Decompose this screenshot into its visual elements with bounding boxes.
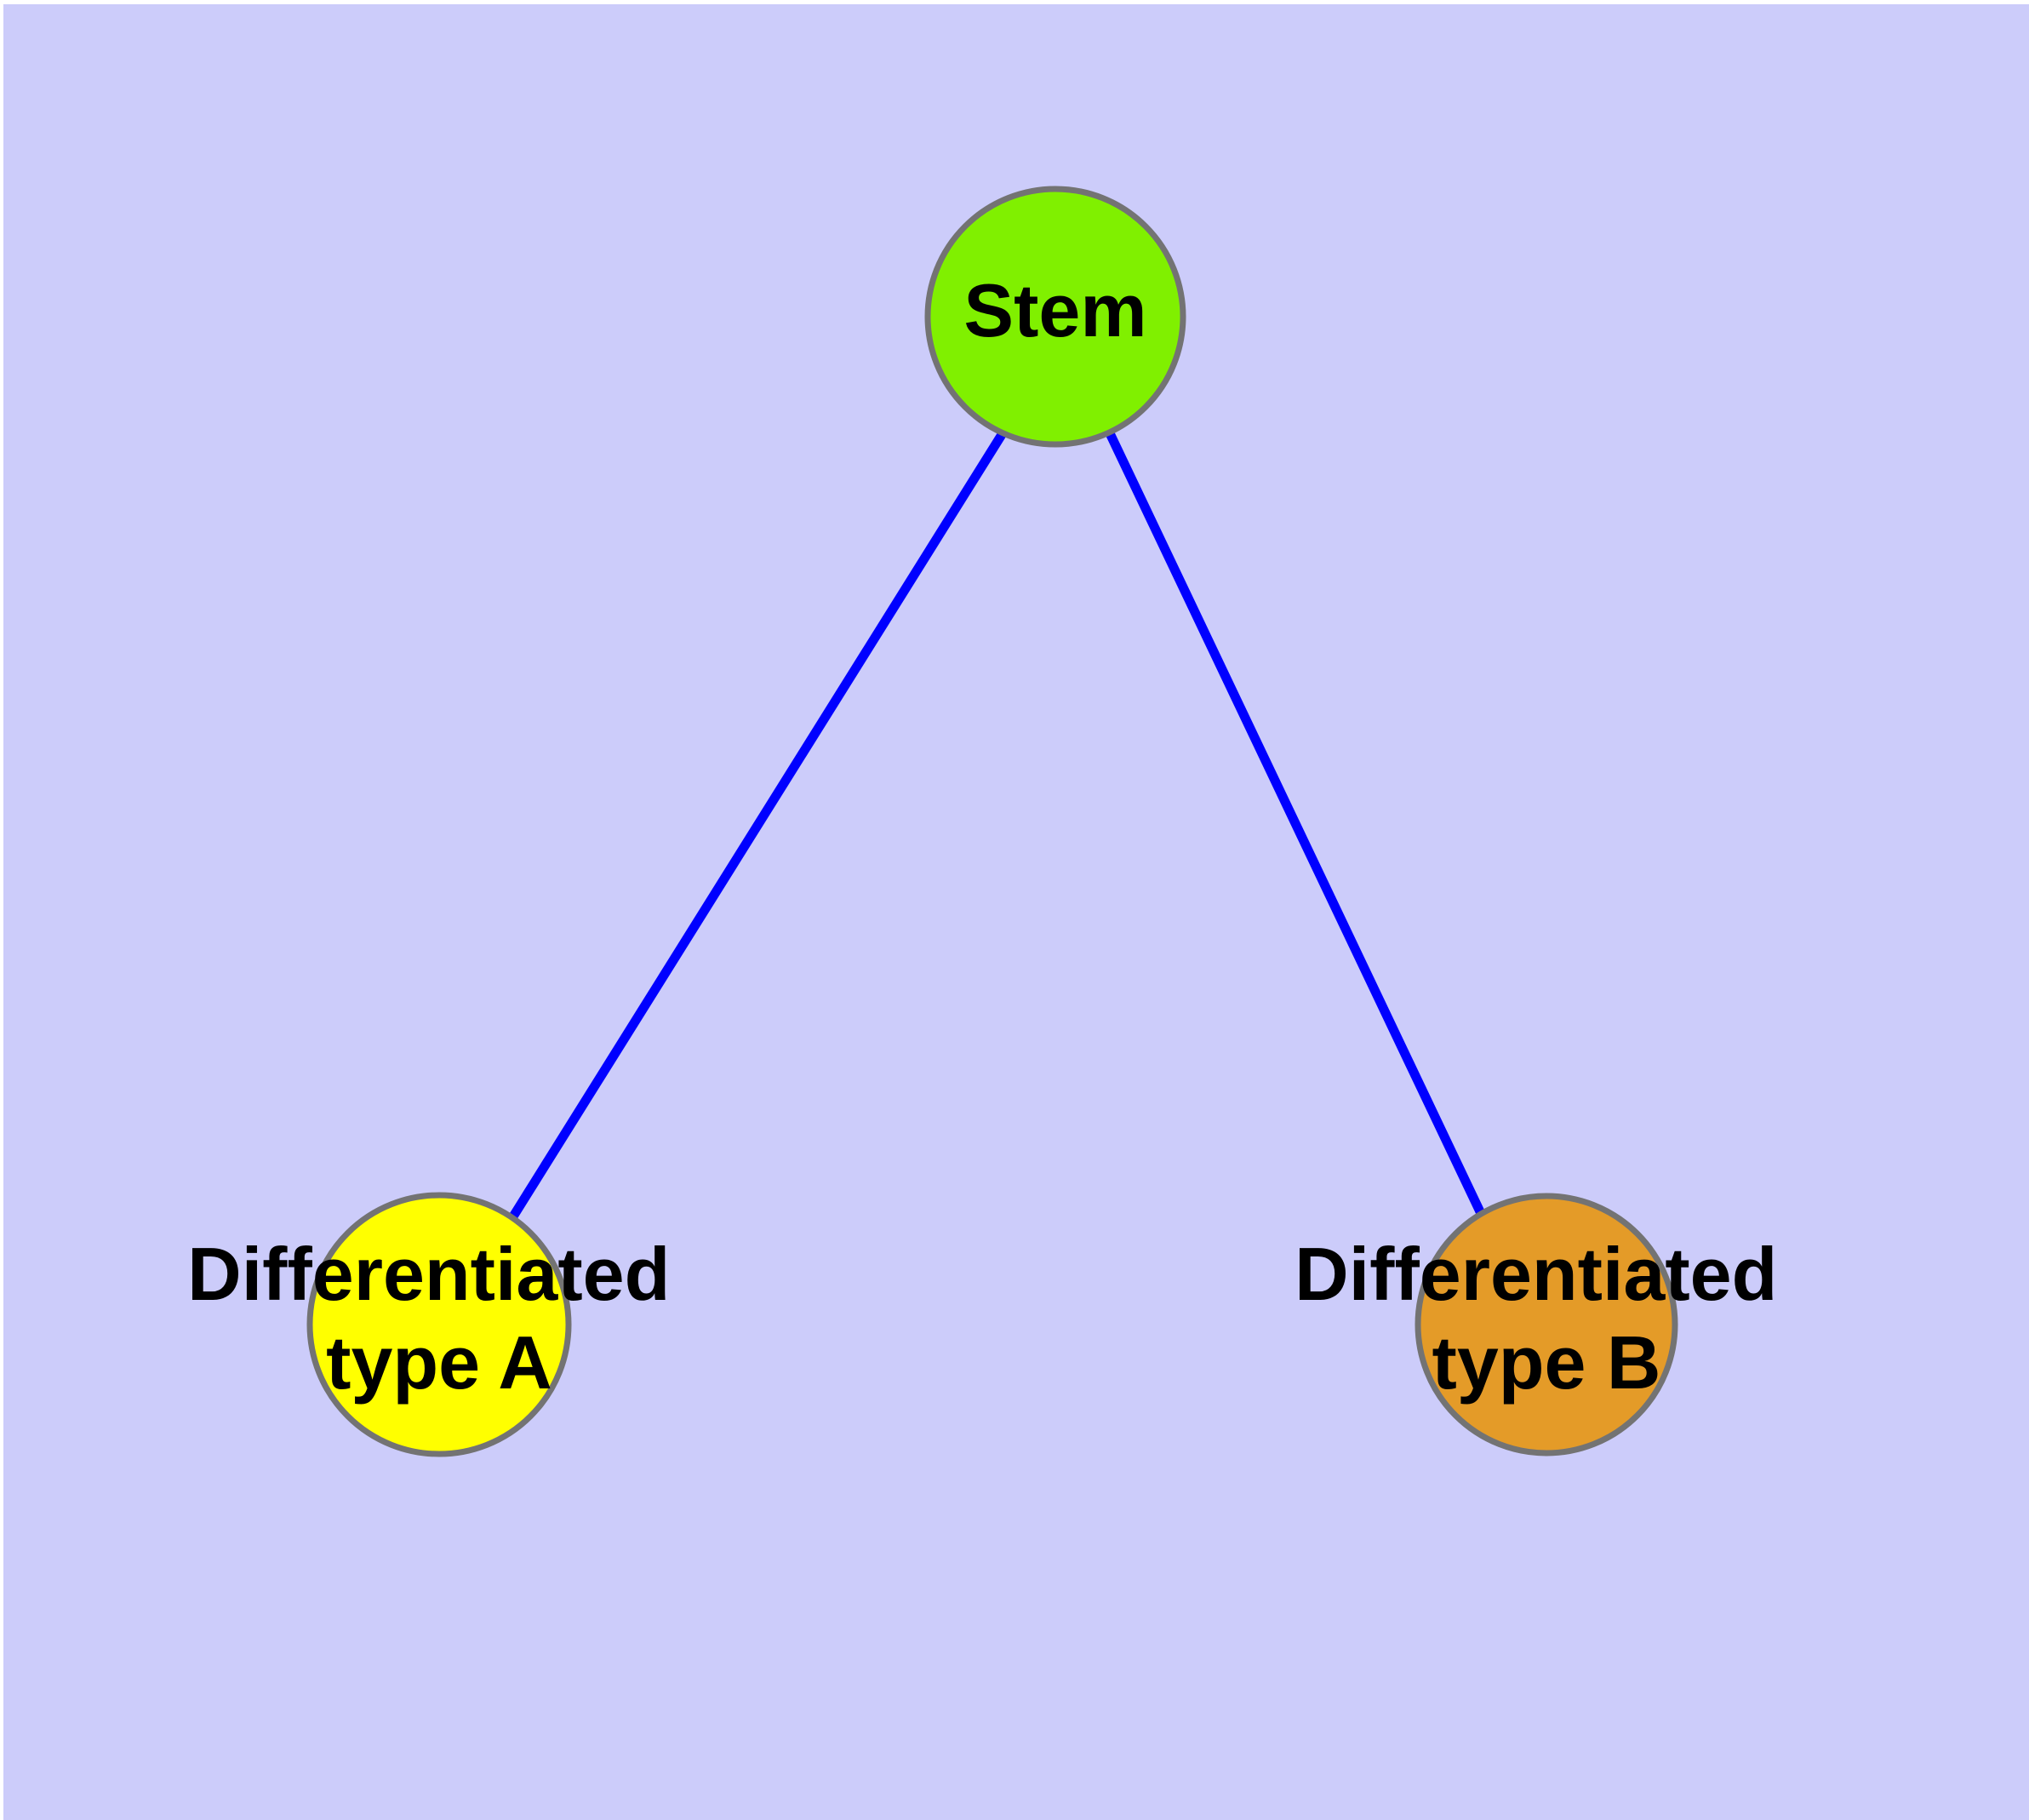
node-differentiated-type-a[interactable] (306, 1192, 572, 1457)
node-stem[interactable] (924, 186, 1186, 448)
node-differentiated-type-b-circle[interactable] (1415, 1193, 1678, 1457)
node-stem-label-line-1: Stem (963, 268, 1146, 352)
node-stem-circle[interactable] (924, 186, 1186, 448)
node-differentiated-type-a-label-line-2: type A (326, 1320, 552, 1405)
node-differentiated-type-b-label-line-1: Differentiated (1295, 1232, 1777, 1316)
node-differentiated-type-a-label-line-1: Differentiated (187, 1232, 670, 1316)
node-differentiated-type-b[interactable] (1415, 1193, 1678, 1457)
node-differentiated-type-b-label-line-2: type B (1432, 1320, 1661, 1405)
node-differentiated-type-a-label: Differentiated type A (187, 1232, 691, 1405)
edge-stem-to-differentiated-type-a[interactable] (505, 431, 1007, 1226)
node-stem-label: Stem (963, 268, 1146, 352)
node-differentiated-type-a-circle[interactable] (306, 1192, 572, 1457)
edge-layer (505, 431, 1489, 1226)
edge-stem-to-differentiated-type-b[interactable] (1106, 431, 1489, 1225)
label-layer: Stem Differentiated type A Differentiate… (187, 268, 1798, 1405)
node-differentiated-type-b-label: Differentiated type B (1295, 1232, 1798, 1405)
node-layer (306, 186, 1678, 1457)
